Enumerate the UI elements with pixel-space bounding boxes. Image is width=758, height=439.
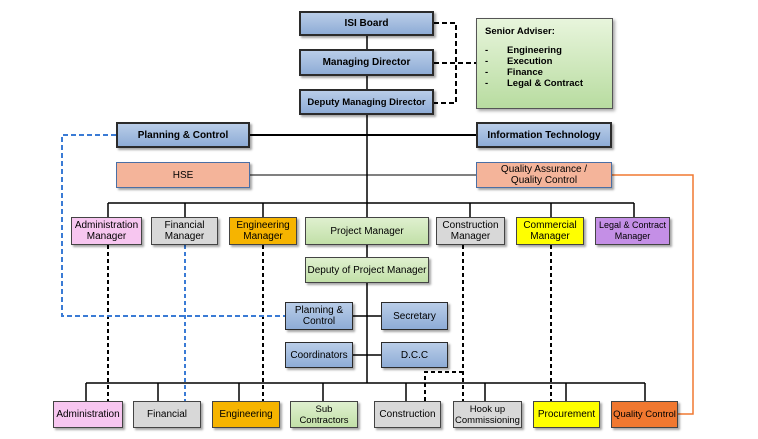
commercial-manager-box: Commercial Manager bbox=[516, 217, 584, 245]
secretary-box: Secretary bbox=[381, 302, 448, 330]
senior-adviser-item: -Finance bbox=[485, 67, 543, 78]
administration-dept-box: Administration bbox=[53, 401, 123, 428]
financial-manager-box: Financial Manager bbox=[151, 217, 218, 245]
managing-director-box: Managing Director bbox=[299, 49, 434, 76]
engineering-manager-box: Engineering Manager bbox=[229, 217, 297, 245]
planning-dashed-loop bbox=[61, 134, 285, 317]
quality-control-box: Quality Control bbox=[611, 401, 678, 428]
senior-adviser-item: -Legal & Contract bbox=[485, 78, 584, 89]
isi-board-box: ISI Board bbox=[299, 11, 434, 36]
senior-adviser-title: Senior Adviser: bbox=[485, 26, 555, 37]
deputy-project-manager-box: Deputy of Project Manager bbox=[305, 257, 429, 283]
administration-manager-box: Administration Manager bbox=[71, 217, 142, 245]
financial-dept-box: Financial bbox=[133, 401, 201, 428]
engineering-dept-box: Engineering bbox=[212, 401, 280, 428]
senior-adviser-item: -Execution bbox=[485, 56, 553, 67]
senior-adviser-box: Senior Adviser: -Engineering -Execution … bbox=[476, 18, 613, 109]
deputy-managing-director-box: Deputy Managing Director bbox=[299, 89, 434, 115]
hse-box: HSE bbox=[116, 162, 250, 188]
construction-dept-box: Construction bbox=[374, 401, 441, 428]
information-technology-box: Information Technology bbox=[476, 122, 612, 148]
adviser-dashed-bracket bbox=[434, 22, 457, 104]
dcc-box: D.C.C bbox=[381, 342, 448, 368]
hookup-commissioning-box: Hook up Commissioning bbox=[453, 401, 522, 428]
qa-qc-line bbox=[612, 174, 694, 415]
manager-drops bbox=[107, 203, 635, 217]
procurement-box: Procurement bbox=[533, 401, 600, 428]
project-manager-box: Project Manager bbox=[305, 217, 429, 245]
sub-contractors-box: Sub Contractors bbox=[290, 401, 358, 428]
department-drops bbox=[85, 383, 646, 401]
manager-dept-dashed-links bbox=[107, 245, 552, 401]
legal-contract-manager-box: Legal & Contract Manager bbox=[595, 217, 670, 245]
planning-control-sub-box: Planning & Control bbox=[285, 302, 353, 330]
construction-manager-box: Construction Manager bbox=[436, 217, 505, 245]
coordinators-box: Coordinators bbox=[285, 342, 353, 368]
quality-assurance-box: Quality Assurance / Quality Control bbox=[476, 162, 612, 188]
planning-control-box: Planning & Control bbox=[116, 122, 250, 148]
senior-adviser-item: -Engineering bbox=[485, 45, 562, 56]
